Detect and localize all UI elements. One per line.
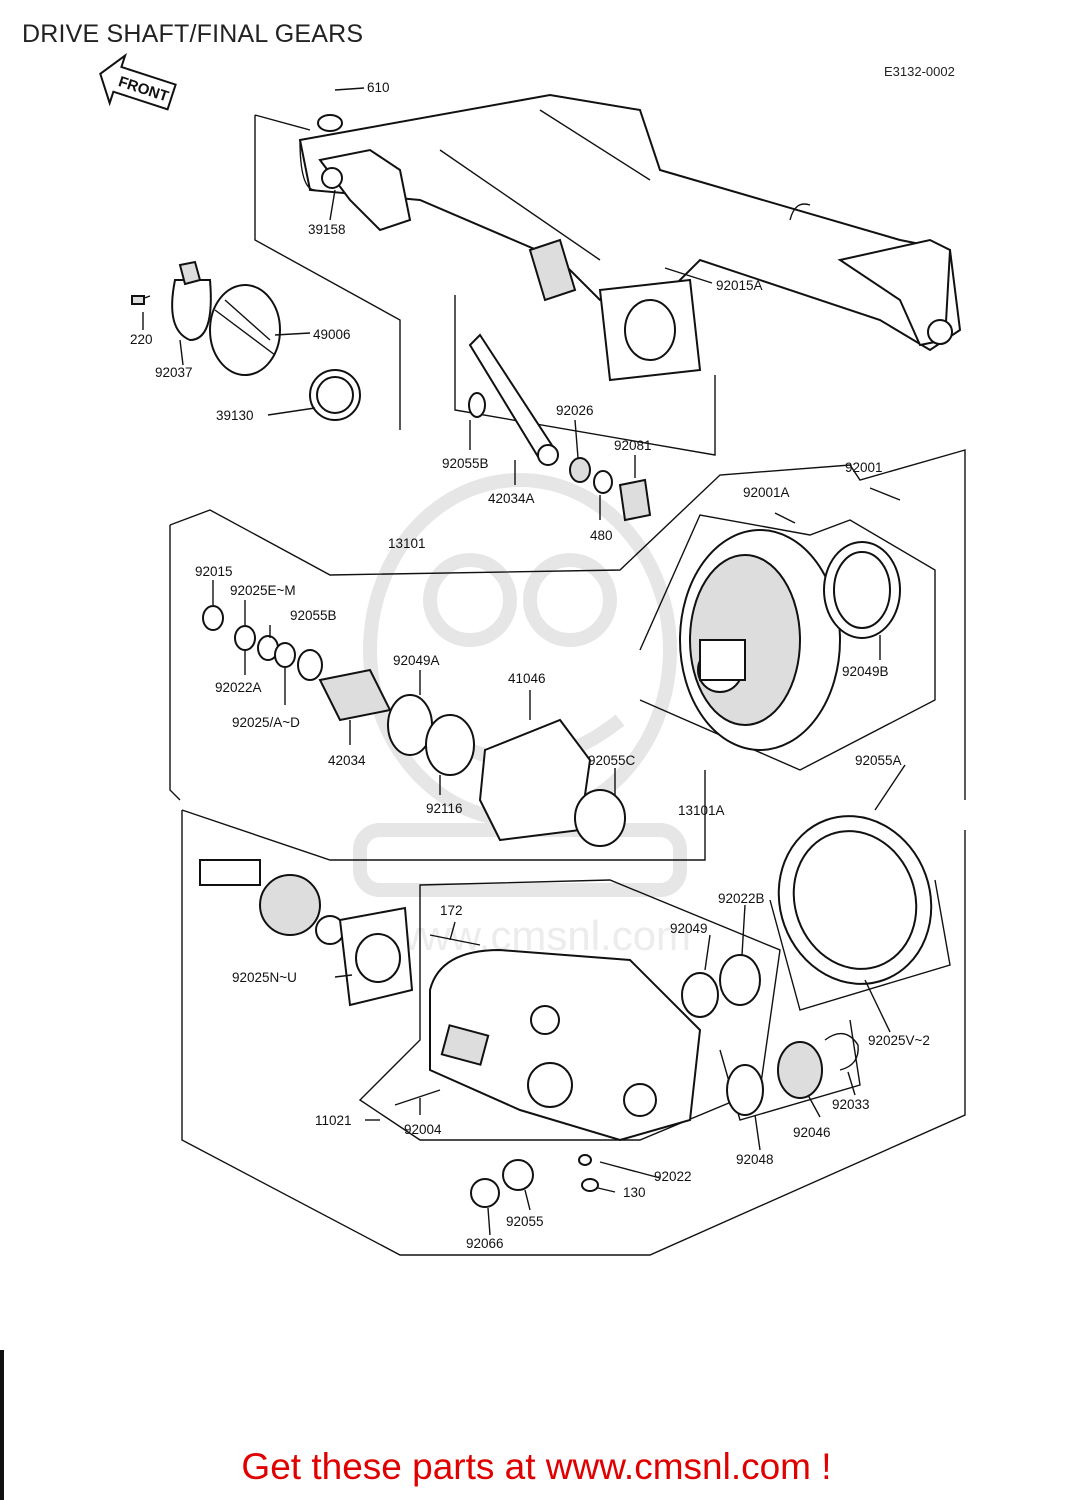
front-arrow-icon: FRONT bbox=[99, 52, 177, 111]
assembly-outline-13101A bbox=[181, 810, 966, 1256]
label-42034: 42034 bbox=[328, 753, 366, 768]
assembly-outline-13101 bbox=[169, 449, 966, 800]
label-172: 172 bbox=[440, 903, 463, 918]
label-13101A: 13101A bbox=[678, 803, 725, 818]
case-side-parts bbox=[470, 815, 951, 1208]
label-92022: 92022 bbox=[654, 1169, 692, 1184]
label-92049: 92049 bbox=[670, 921, 708, 936]
shaft-parts bbox=[454, 295, 716, 522]
label-92033: 92033 bbox=[832, 1097, 870, 1112]
label-11021: 11021 bbox=[315, 1113, 352, 1128]
part-labels: 610 39158 92015A 220 92037 49006 39130 9… bbox=[130, 80, 930, 1251]
footer-promo-link[interactable]: Get these parts at www.cmsnl.com ! bbox=[241, 1446, 832, 1487]
label-39130: 39130 bbox=[216, 408, 254, 423]
leader-lines bbox=[142, 87, 906, 1236]
label-92049B: 92049B bbox=[842, 664, 889, 679]
label-39158: 39158 bbox=[308, 222, 346, 237]
label-92022A: 92022A bbox=[215, 680, 262, 695]
watermark-text: www.cmsnl.com bbox=[389, 912, 691, 959]
diagram-title: DRIVE SHAFT/FINAL GEARS bbox=[22, 20, 364, 48]
label-92025V-2: 92025V~2 bbox=[868, 1033, 930, 1048]
label-220: 220 bbox=[130, 332, 153, 347]
label-92022B: 92022B bbox=[718, 891, 765, 906]
label-92081: 92081 bbox=[614, 438, 652, 453]
label-92046: 92046 bbox=[793, 1125, 831, 1140]
label-92055B: 92055B bbox=[290, 608, 337, 623]
label-92015A: 92015A bbox=[716, 278, 763, 293]
label-92001: 92001 bbox=[845, 460, 883, 475]
label-92004: 92004 bbox=[404, 1122, 442, 1137]
label-13101: 13101 bbox=[388, 536, 426, 551]
swingarm-housing bbox=[298, 93, 962, 382]
scan-edge-bar bbox=[0, 1350, 4, 1500]
label-92048: 92048 bbox=[736, 1152, 774, 1167]
label-92049A: 92049A bbox=[393, 653, 440, 668]
label-480: 480 bbox=[590, 528, 613, 543]
diagram-code: E3132-0002 bbox=[884, 64, 955, 79]
label-92055: 92055 bbox=[506, 1214, 544, 1229]
label-42034A: 42034A bbox=[488, 491, 535, 506]
label-92066: 92066 bbox=[466, 1236, 504, 1251]
label-92025E-M: 92025E~M bbox=[230, 583, 296, 598]
label-610: 610 bbox=[367, 80, 390, 95]
label-92025N-U: 92025N~U bbox=[232, 970, 297, 985]
label-92025A-D: 92025/A~D bbox=[232, 715, 300, 730]
label-92001A: 92001A bbox=[743, 485, 790, 500]
label-92055A: 92055A bbox=[855, 753, 902, 768]
label-92015: 92015 bbox=[195, 564, 233, 579]
label-130: 130 bbox=[623, 1185, 646, 1200]
label-41046: 41046 bbox=[508, 671, 546, 686]
label-92055C: 92055C bbox=[588, 753, 636, 768]
pinion-gear bbox=[199, 859, 414, 1007]
label-92055B-top: 92055B bbox=[442, 456, 489, 471]
label-92026: 92026 bbox=[556, 403, 594, 418]
coupling-group bbox=[131, 114, 401, 430]
label-92116: 92116 bbox=[426, 801, 463, 816]
final-gear-case bbox=[358, 879, 781, 1142]
ring-gear bbox=[639, 487, 936, 771]
label-49006: 49006 bbox=[313, 327, 351, 342]
label-92037: 92037 bbox=[155, 365, 193, 380]
